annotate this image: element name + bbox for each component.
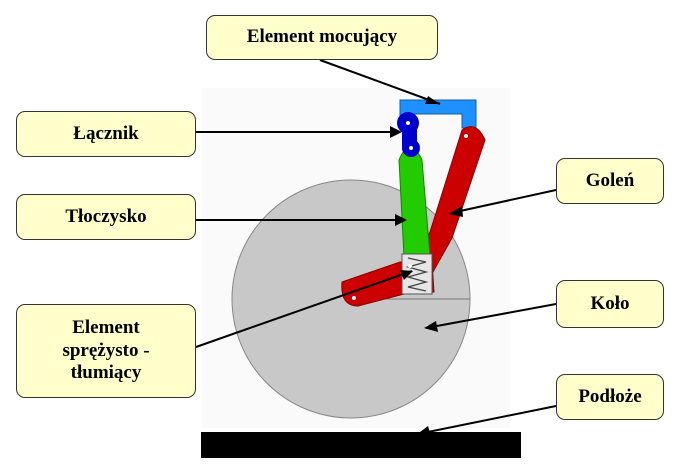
arrowhead-wheel xyxy=(424,321,438,332)
leader-mounting xyxy=(319,59,441,105)
link-body xyxy=(402,123,417,148)
arrowhead-ground xyxy=(416,426,431,436)
arrowhead-shock-absorber xyxy=(400,270,413,280)
arrowhead-link xyxy=(390,126,402,138)
label-shock-absorber: Element sprężysto - tłumiący xyxy=(16,304,196,398)
leader-shock-absorber xyxy=(195,270,413,348)
pivot-dot-icon xyxy=(408,264,412,268)
pivot-dot-icon xyxy=(409,146,413,150)
arrowhead-mounting xyxy=(425,96,440,104)
label-mounting-element: Element mocujący xyxy=(206,15,438,60)
pivot-dot-icon xyxy=(352,296,356,300)
label-piston-rod: Tłoczysko xyxy=(16,194,196,240)
leader-arrowheads xyxy=(390,96,463,436)
arrowhead-piston-rod xyxy=(395,214,407,226)
label-wheel: Koło xyxy=(556,280,664,328)
spring-zigzag-icon xyxy=(405,257,429,292)
label-link: Łącznik xyxy=(16,111,196,157)
leader-ground xyxy=(417,405,557,435)
leader-leg xyxy=(450,189,557,214)
label-leg: Goleń xyxy=(556,158,664,204)
ground-bar xyxy=(201,432,521,458)
leader-lines xyxy=(195,59,557,435)
pivot-dot-icon xyxy=(464,134,468,138)
leader-wheel xyxy=(425,303,557,329)
pivot-dot-icon xyxy=(406,121,410,125)
arrowhead-leg xyxy=(449,206,463,217)
label-ground: Podłoże xyxy=(556,374,664,420)
